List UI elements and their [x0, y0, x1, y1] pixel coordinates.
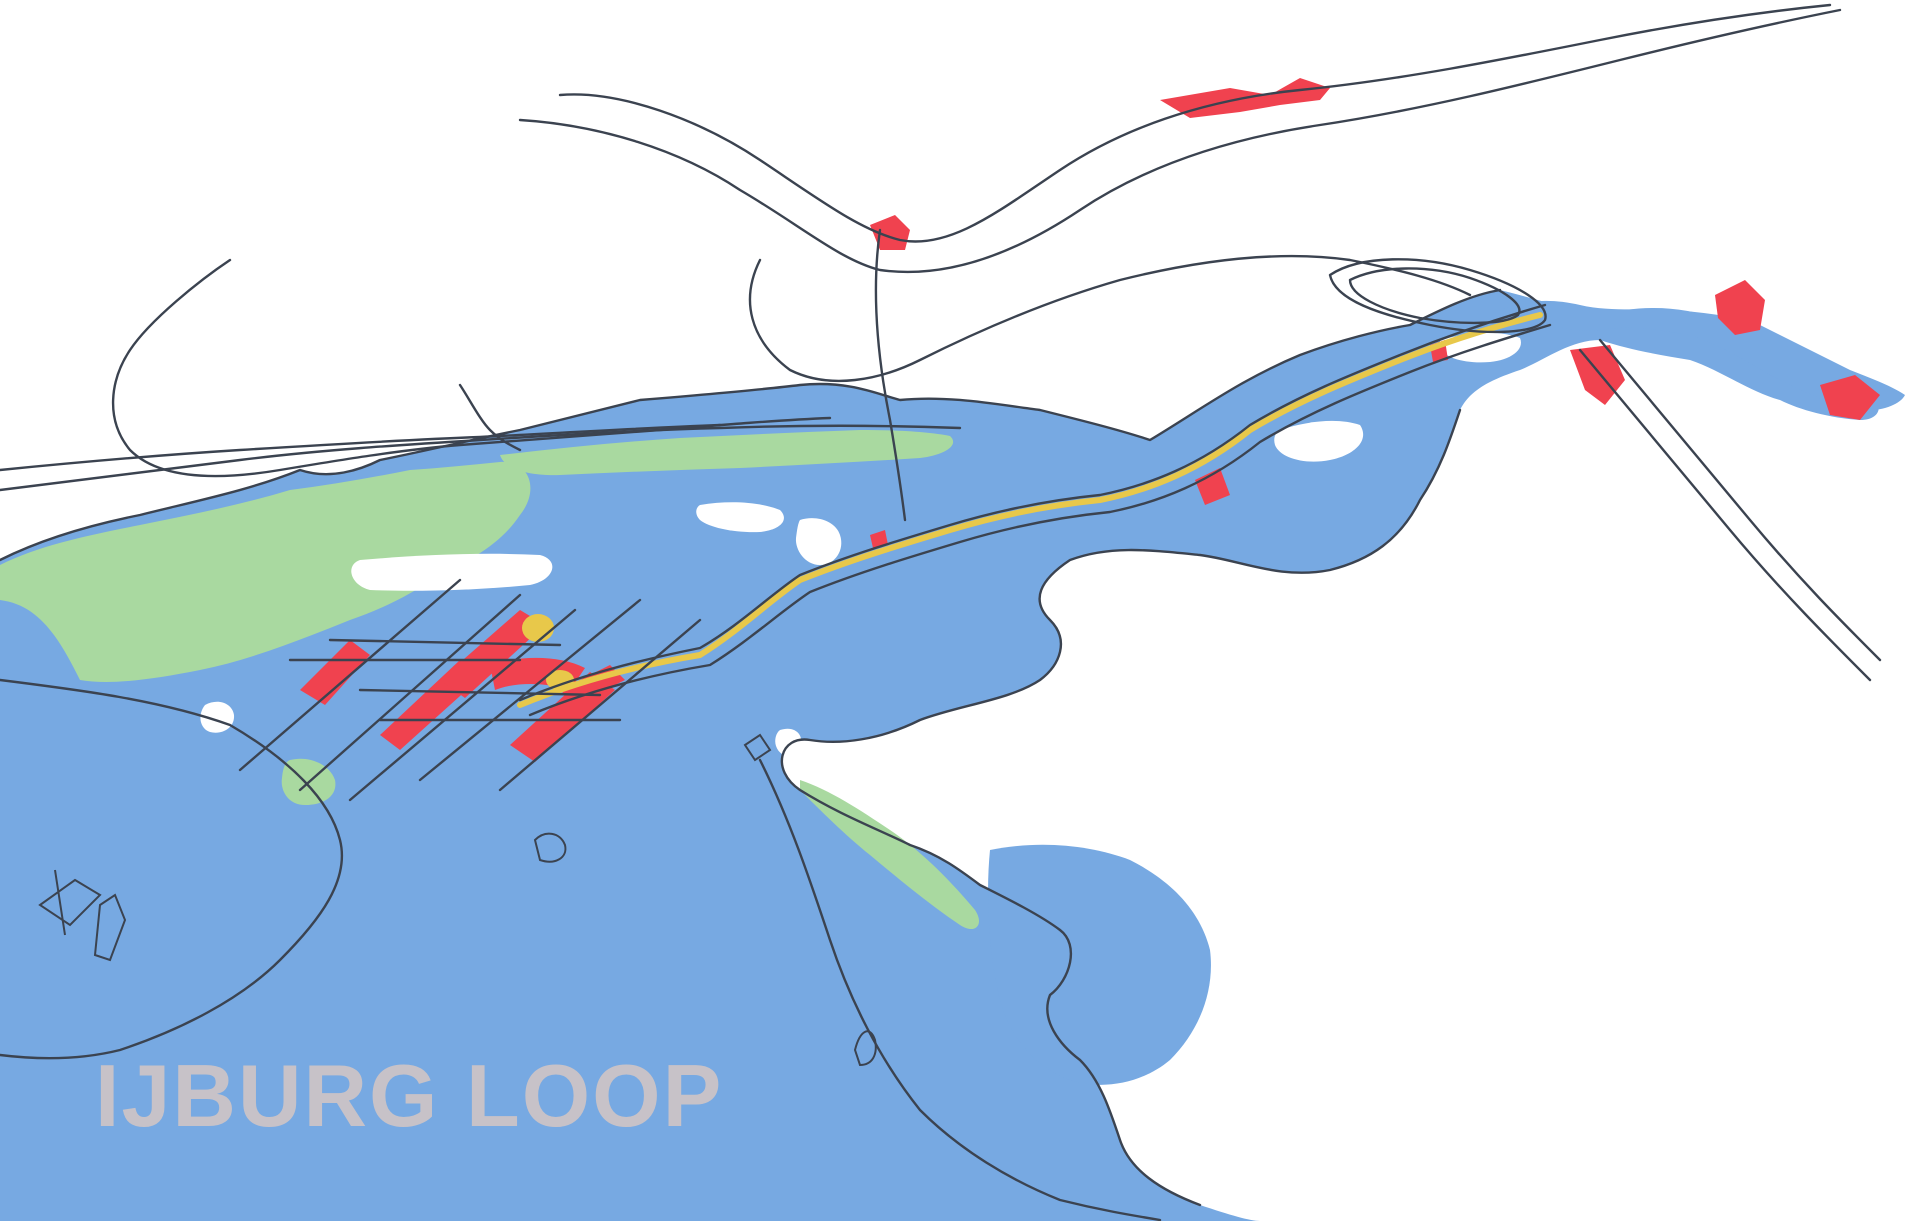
coastline-south: [780, 408, 1462, 1207]
land-green-sliver: [800, 780, 980, 930]
east-diagonal-2: [1578, 348, 1872, 682]
island-white-3: [795, 518, 842, 565]
island-white-6: [200, 701, 235, 733]
east-ring-1: [1328, 258, 1547, 334]
arc-southwest: [0, 678, 344, 1060]
development-grid-2: [288, 638, 622, 722]
land-green-coast: [500, 430, 954, 476]
red-block-8: [1195, 468, 1230, 505]
plane-icon: [38, 869, 102, 936]
yellow-plaza: [522, 614, 554, 642]
island-white-4: [1274, 420, 1364, 462]
red-scribble-east-2: [1570, 345, 1625, 405]
island-white-2: [696, 502, 784, 533]
path-yellow-loop: [517, 312, 1543, 708]
plane-icon-2: [93, 893, 127, 962]
northern-loop-1: [558, 3, 1832, 243]
development-grid-1: [238, 578, 702, 802]
east-diagonal: [1598, 338, 1882, 662]
land-green-northwest: [0, 461, 531, 682]
red-block-3: [440, 610, 545, 698]
west-line-3: [0, 423, 722, 472]
island-white-7: [775, 728, 802, 757]
water-bay-south: [988, 844, 1211, 1085]
red-block-1: [300, 640, 370, 705]
east-ring-2: [1348, 267, 1521, 325]
boat-icon-2: [533, 832, 567, 863]
yellow-plaza-2: [546, 670, 574, 690]
map-title: IJBURG LOOP: [95, 1046, 724, 1145]
coastline-outer: [0, 288, 1502, 562]
water-inlet-east: [1500, 300, 1905, 411]
red-scribble-east-3: [1820, 375, 1880, 420]
northern-loop-3: [748, 254, 1472, 383]
island-white-1: [351, 553, 553, 591]
sketch-linework: [0, 3, 1882, 1221]
corridor-double-line-2: [528, 323, 1552, 717]
northern-loop-2: [518, 8, 1842, 274]
sketch-figures: [38, 733, 877, 1067]
vertical-connector: [874, 228, 907, 522]
boat-icon: [853, 1030, 877, 1067]
boat-icon-3: [743, 733, 772, 762]
west-line-2: [0, 424, 962, 492]
rail-line-south: [758, 758, 1162, 1221]
red-block-7: [870, 530, 888, 548]
red-scribble-mid: [870, 215, 910, 250]
red-scribble-east-1: [1715, 280, 1765, 335]
pier-north: [458, 383, 522, 452]
corridor-double-line: [518, 303, 1547, 702]
